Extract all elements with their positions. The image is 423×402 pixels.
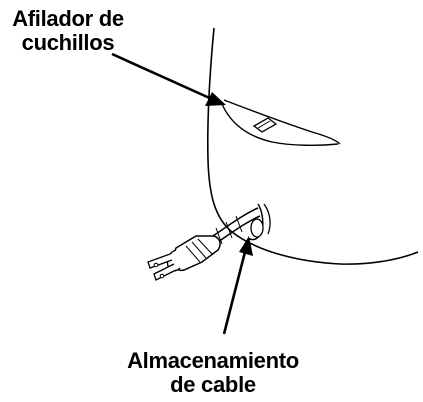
cord-storage-label-line1: Almacenamiento [127, 348, 299, 373]
knife-sharpener-slot [221, 99, 341, 147]
cord-storage-label: Almacenamiento de cable [118, 350, 308, 398]
sharpener-label-line2: cuchillos [21, 30, 115, 55]
power-plug [147, 235, 221, 281]
cord-storage-hook [247, 203, 271, 241]
sharpener-label-line1: Afilador de [12, 6, 124, 31]
sharpener-label: Afilador de cuchillos [4, 8, 132, 56]
callout-arrow-sharpener [111, 52, 226, 106]
callout-arrow-cord-storage [222, 236, 253, 335]
cord-storage-label-line2: de cable [170, 372, 256, 397]
